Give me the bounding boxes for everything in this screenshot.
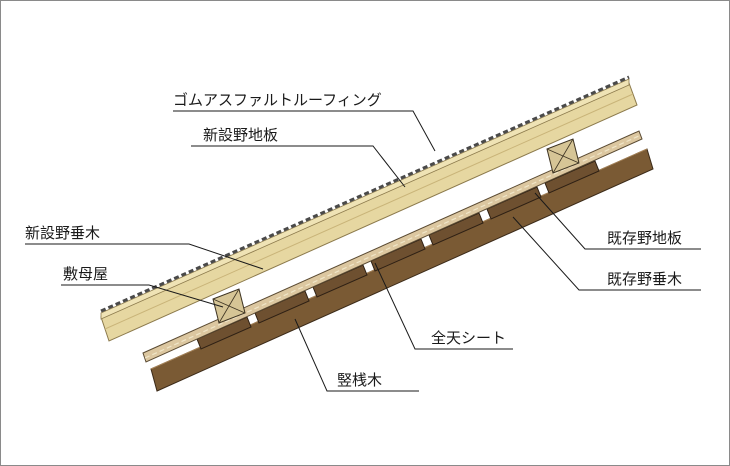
leader-full-sheet (374, 262, 513, 350)
leader-rubber-asphalt-roofing (173, 110, 436, 152)
batten (486, 186, 542, 220)
leader-existing-sheathing (534, 192, 701, 250)
label-new-rafter: 新設野垂木 (25, 224, 101, 242)
leader-vertical-batten (294, 318, 419, 392)
batten (428, 212, 484, 246)
leader-shikimoya (61, 284, 224, 308)
leader-new-rafter (25, 243, 264, 270)
leader-new-sheathing (191, 145, 406, 188)
batten (544, 160, 600, 194)
label-shikimoya: 敷母屋 (63, 265, 109, 283)
label-existing-sheathing: 既存野地板 (607, 229, 683, 247)
leader-lines (25, 110, 701, 392)
label-existing-rafter: 既存野垂木 (607, 270, 683, 288)
label-new-sheathing: 新設野地板 (203, 126, 279, 144)
label-rubber-asphalt-roofing: ゴムアスファルトルーフィング (173, 91, 382, 109)
rubber-asphalt-roofing-line (100, 75, 630, 313)
label-full-sheet: 全天シート (431, 329, 507, 347)
existing-sheathing-board (142, 130, 643, 363)
leader-existing-rafter (512, 216, 701, 291)
full-sheet-line (144, 134, 642, 359)
label-vertical-batten: 竪桟木 (337, 371, 383, 389)
vertical-battens (196, 160, 600, 350)
